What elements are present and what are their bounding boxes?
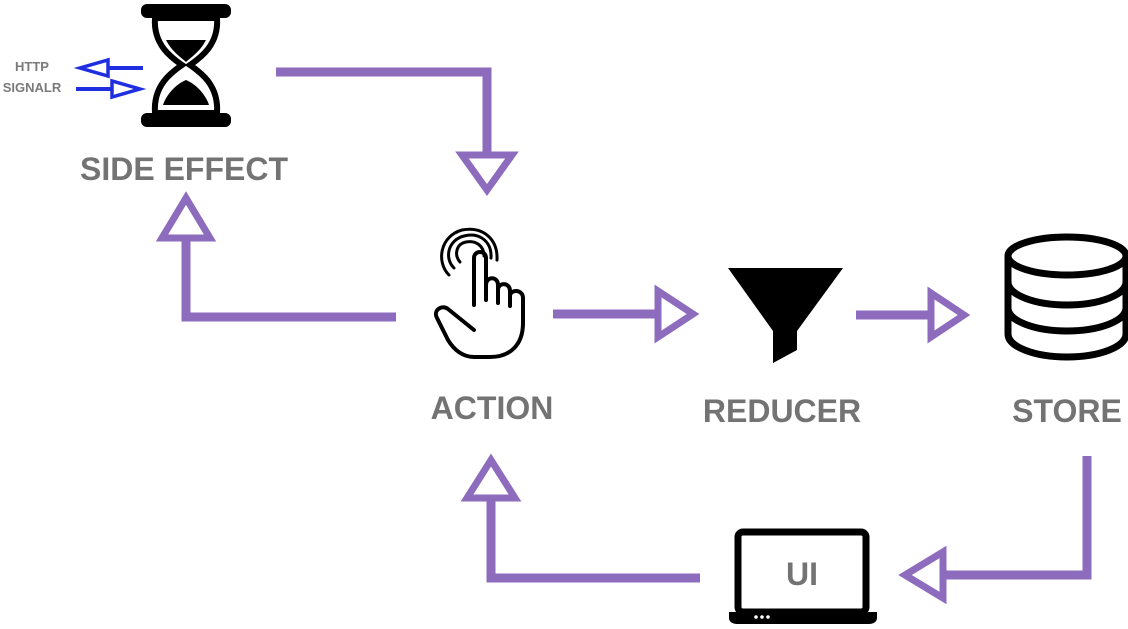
edge-reducer-to-store bbox=[856, 286, 971, 344]
http-channel-label: HTTP bbox=[15, 59, 49, 74]
edge-store-to-ui bbox=[898, 456, 1092, 605]
edge-action-to-side-effect bbox=[155, 191, 396, 322]
signalr-channel-arrow bbox=[76, 78, 147, 100]
action-label: ACTION bbox=[431, 390, 554, 426]
hourglass-icon bbox=[141, 4, 231, 127]
laptop-icon bbox=[729, 528, 877, 624]
edge-ui-to-action bbox=[460, 453, 700, 583]
funnel-icon bbox=[728, 268, 843, 363]
http-channel-arrow bbox=[73, 57, 143, 79]
edge-action-to-reducer bbox=[553, 284, 700, 344]
edge-side-effect-to-action bbox=[276, 67, 519, 197]
reducer-label: REDUCER bbox=[703, 393, 861, 429]
store-label: STORE bbox=[1012, 393, 1122, 429]
touch-hand-icon bbox=[434, 227, 525, 359]
database-icon bbox=[1004, 233, 1128, 361]
ui-label: UI bbox=[786, 556, 818, 592]
side-effect-label: SIDE EFFECT bbox=[80, 151, 288, 187]
signalr-channel-label: SIGNALR bbox=[3, 80, 62, 95]
